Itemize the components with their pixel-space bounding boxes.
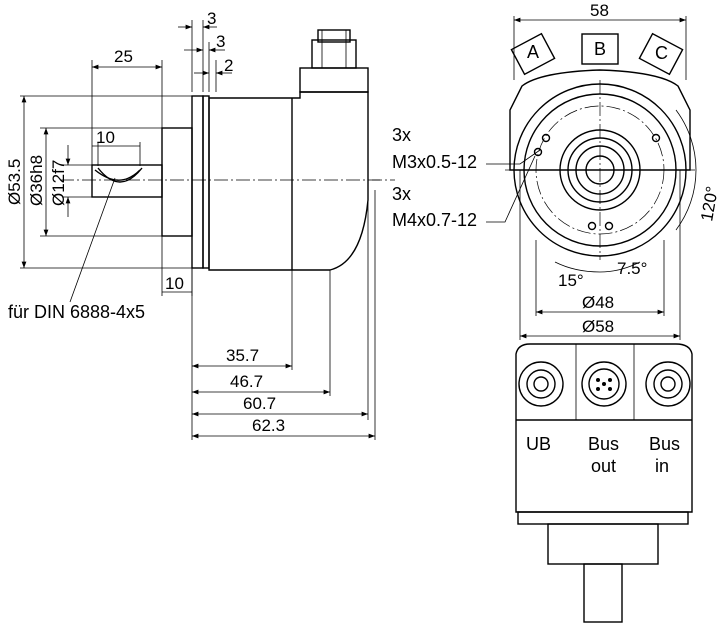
label-ub: UB [526, 434, 551, 454]
connector-a: A [510, 32, 556, 76]
angle-small-arc [554, 261, 641, 273]
dim-d58: Ø58 [582, 317, 614, 336]
angle-120: 120° [697, 185, 722, 223]
din-leader [69, 177, 116, 303]
angle-7-5: 7.5° [617, 259, 647, 278]
bottom-shaft [583, 563, 623, 623]
dim-3-b: 3 [216, 32, 225, 51]
shaft-hub [161, 127, 193, 237]
dim-46-7: 46.7 [230, 372, 263, 391]
connector-body [311, 39, 357, 69]
dim-10-bottom: 10 [165, 274, 184, 293]
label-bus-in-2: in [655, 456, 669, 476]
dim-25: 25 [114, 47, 133, 66]
hole [587, 221, 597, 231]
thread-1-qty: 3x [392, 125, 411, 145]
dim-width-58: 58 [590, 1, 609, 20]
dim-d12f7: Ø12f7 [49, 160, 68, 206]
connector-b-label: B [594, 39, 606, 59]
dim-2: 2 [224, 56, 233, 75]
bottom-view: UB Bus out Bus in [515, 343, 693, 623]
connector-c-label: C [655, 43, 668, 63]
thread-1-spec: M3x0.5-12 [392, 152, 477, 172]
bottom-flange [517, 511, 689, 525]
connector-a-label: A [527, 42, 539, 62]
connector-c: C [638, 32, 684, 76]
angle-15: 15° [558, 271, 584, 290]
label-bus-out-1: Bus [588, 434, 619, 454]
shaft-key-arc [97, 167, 143, 183]
front-view: 58 A B C 120° [505, 1, 722, 340]
flange [191, 95, 204, 269]
flange-step [202, 95, 210, 269]
thread-2-qty: 3x [392, 184, 411, 204]
hole [533, 147, 543, 157]
housing [208, 91, 369, 271]
hole [541, 133, 551, 143]
connector-b: B [581, 33, 619, 65]
label-bus-in-1: Bus [649, 434, 680, 454]
connector-base [299, 67, 369, 93]
bottom-hub [547, 523, 659, 565]
thread-1-leader [486, 149, 541, 165]
label-bus-out-2: out [591, 456, 616, 476]
dim-d53-5: Ø53.5 [5, 159, 24, 205]
dim-3-a: 3 [207, 9, 216, 28]
connector-bus-in [645, 361, 691, 407]
connector-cap [317, 29, 351, 43]
angle-120-arc [675, 109, 697, 231]
connector-bus-out [581, 361, 627, 407]
side-view: 3 3 2 25 Ø53.5 Ø36h8 Ø12f7 10 [5, 9, 541, 440]
dim-35-7: 35.7 [226, 346, 259, 365]
dim-60-7: 60.7 [243, 394, 276, 413]
hole [651, 133, 661, 143]
front-cap [509, 69, 691, 171]
bottom-housing [515, 343, 693, 513]
shaft-key-slot [94, 169, 141, 181]
dim-10-top: 10 [96, 128, 115, 147]
connector-ub [518, 361, 564, 407]
dim-d36h8: Ø36h8 [27, 155, 46, 206]
hole [604, 221, 614, 231]
dim-62-3: 62.3 [252, 416, 285, 435]
din-note: für DIN 6888-4x5 [8, 302, 145, 322]
dim-d48: Ø48 [582, 293, 614, 312]
thread-2-spec: M4x0.7-12 [392, 210, 477, 230]
